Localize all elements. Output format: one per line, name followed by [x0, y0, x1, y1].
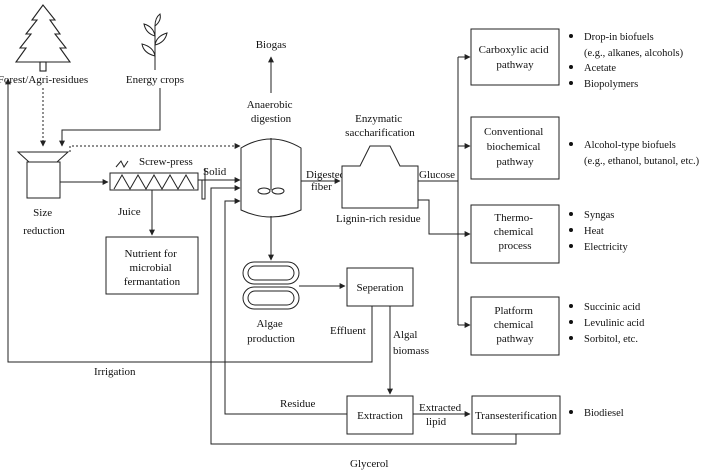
platform-pathway-label: Platform chemical pathway	[494, 305, 536, 345]
digester-vessel	[240, 138, 302, 218]
lignin-residue-arrow	[418, 199, 471, 237]
anaerobic-digestion-label: Anaerobic digestion	[247, 99, 296, 125]
svg-text:Alcohol-type biofuels: Alcohol-type biofuels	[584, 140, 676, 151]
energy-crops-label: Energy crops	[126, 74, 184, 86]
effluent-label: Effluent	[330, 325, 366, 337]
conventional-pathway-label: Conventional biochemical pathway	[484, 126, 546, 168]
saccharification-vessel	[341, 145, 419, 209]
carboxylic-products: Drop-in biofuels (e.g., alkanes, alcohol…	[569, 32, 684, 90]
svg-text:Syngas: Syngas	[584, 210, 614, 221]
svg-text:Succinic acid: Succinic acid	[584, 302, 641, 313]
carboxylic-pathway-box	[470, 28, 560, 86]
thermochemical-products: Syngas Heat Electricity	[569, 210, 628, 253]
svg-text:(e.g., ethanol, butanol, etc.): (e.g., ethanol, butanol, etc.)	[584, 156, 700, 167]
screw-press-label: Screw-press	[139, 156, 193, 168]
algae-production-label: Algae production	[247, 318, 295, 345]
carboxylic-pathway-label: Carboxylic acid pathway	[479, 44, 552, 71]
conventional-products: Alcohol-type biofuels (e.g., ethanol, bu…	[569, 140, 700, 167]
lignin-residue-label: Lignin-rich residue	[336, 213, 421, 225]
seperation-label: Seperation	[356, 282, 404, 294]
juice-label: Juice	[118, 206, 141, 218]
digested-fiber-label: Digested fiber	[306, 169, 348, 193]
extracted-lipid-label: Extracted lipid	[419, 402, 464, 428]
svg-text:Electricity: Electricity	[584, 242, 628, 253]
seperation-box	[346, 267, 414, 307]
svg-text:Sorbitol, etc.: Sorbitol, etc.	[584, 334, 638, 345]
size-reduction-label: Size reduction	[23, 207, 65, 237]
algal-biomass-label: Algal biomass	[393, 329, 429, 357]
dotted-bypass-line	[69, 143, 241, 152]
svg-text:Biodiesel: Biodiesel	[584, 408, 624, 419]
conventional-pathway-box	[470, 116, 560, 180]
extraction-box	[346, 395, 414, 435]
irrigation-line	[5, 78, 373, 363]
screw-press-icon	[109, 160, 199, 191]
glucose-label: Glucose	[419, 169, 455, 181]
crops-to-hopper-arrow	[59, 88, 161, 147]
glycerol-line	[210, 185, 517, 445]
transesterification-label: Transesterification	[475, 410, 558, 422]
svg-text:Heat: Heat	[584, 226, 604, 237]
platform-pathway-box	[470, 296, 560, 356]
extraction-label: Extraction	[357, 410, 403, 422]
transesterification-box	[471, 395, 561, 435]
screwpress-recycle-line	[201, 168, 206, 200]
enzymatic-label: Enzymatic saccharification	[345, 113, 415, 139]
svg-text:Levulinic acid: Levulinic acid	[584, 318, 645, 329]
irrigation-label: Irrigation	[94, 366, 136, 378]
glycerol-label: Glycerol	[350, 458, 388, 470]
residue-line	[224, 198, 347, 415]
platform-products: Succinic acid Levulinic acid Sorbitol, e…	[569, 302, 645, 345]
thermochemical-box	[470, 204, 560, 264]
size-reduction-hopper	[16, 151, 70, 199]
biogas-label: Biogas	[256, 39, 287, 51]
biodiesel-product: Biodiesel	[569, 408, 624, 419]
nutrient-label: Nutrient for microbial fermantation	[124, 248, 181, 288]
algae-pond-icon	[242, 261, 300, 310]
svg-text:(e.g., alkanes, alcohols): (e.g., alkanes, alcohols)	[584, 48, 684, 59]
energy-crop-icon	[141, 13, 168, 70]
solid-label: Solid	[203, 166, 227, 178]
svg-text:Drop-in biofuels: Drop-in biofuels	[584, 32, 654, 43]
tree-icon	[14, 4, 72, 72]
nutrient-box	[105, 236, 199, 295]
svg-text:Acetate: Acetate	[584, 63, 616, 74]
thermochemical-label: Thermo- chemical process	[494, 212, 536, 252]
svg-text:Biopolymers: Biopolymers	[584, 79, 638, 90]
forest-residues-label: Forest/Agri-residues	[0, 74, 88, 86]
residue-label: Residue	[280, 398, 316, 410]
